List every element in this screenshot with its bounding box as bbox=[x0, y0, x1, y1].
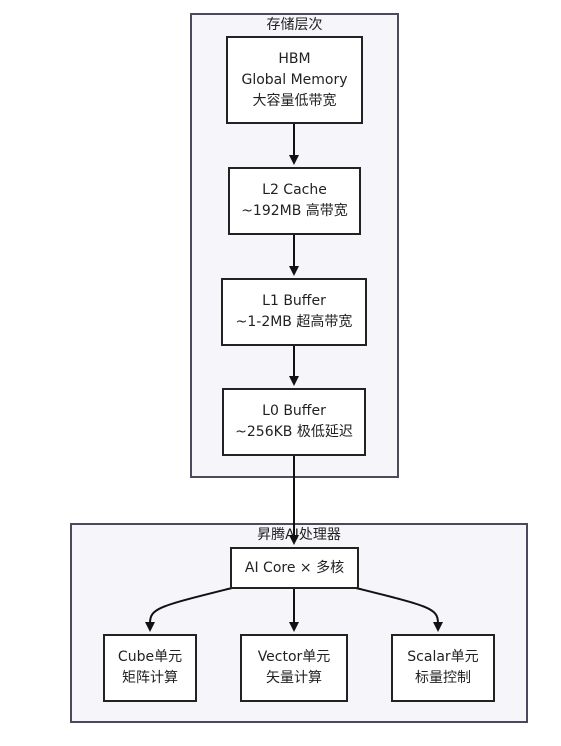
l0-buffer-node: L0 Buffer ~256KB 极低延迟 bbox=[222, 388, 366, 456]
scalar-line-1: Scalar单元 bbox=[407, 649, 479, 665]
cube-unit-node: Cube单元 矩阵计算 bbox=[103, 634, 197, 702]
l1-line-2: ~1-2MB 超高带宽 bbox=[235, 314, 353, 330]
hbm-line-1: HBM bbox=[278, 50, 311, 67]
hbm-line-2: Global Memory bbox=[241, 71, 348, 88]
ai-core-line-1: AI Core × 多核 bbox=[244, 559, 345, 576]
l2-cache-node: L2 Cache ~192MB 高带宽 bbox=[228, 167, 361, 235]
l2-line-1: L2 Cache bbox=[262, 182, 327, 198]
cube-line-2: 矩阵计算 bbox=[122, 670, 178, 686]
hbm-node: HBM Global Memory 大容量低带宽 bbox=[226, 36, 363, 124]
vector-line-1: Vector单元 bbox=[257, 649, 331, 665]
ai-core-node: AI Core × 多核 bbox=[230, 547, 359, 589]
scalar-line-2: 标量控制 bbox=[415, 670, 471, 686]
vector-unit-node: Vector单元 矢量计算 bbox=[240, 634, 348, 702]
storage-hierarchy-title: 存储层次 bbox=[266, 17, 323, 33]
l1-buffer-node: L1 Buffer ~1-2MB 超高带宽 bbox=[221, 278, 367, 346]
cube-line-1: Cube单元 bbox=[117, 649, 183, 665]
hbm-line-3: 大容量低带宽 bbox=[252, 92, 337, 109]
ascend-processor-title: 昇腾AI处理器 bbox=[257, 527, 341, 543]
scalar-unit-node: Scalar单元 标量控制 bbox=[391, 634, 495, 702]
l1-line-1: L1 Buffer bbox=[262, 293, 326, 309]
l0-line-1: L0 Buffer bbox=[262, 403, 326, 419]
l2-line-2: ~192MB 高带宽 bbox=[241, 203, 348, 219]
vector-line-2: 矢量计算 bbox=[266, 670, 322, 686]
l0-line-2: ~256KB 极低延迟 bbox=[235, 424, 353, 440]
